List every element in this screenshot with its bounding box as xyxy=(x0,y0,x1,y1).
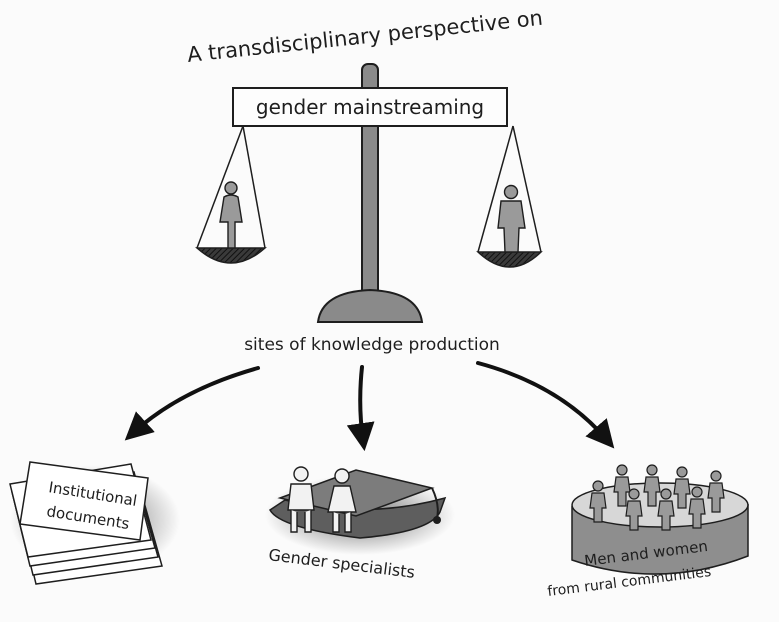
arrow-to-communities xyxy=(476,361,615,449)
balance-scale: gender mainstreaming xyxy=(195,63,543,323)
rural-communities: Men and women from rural communities xyxy=(547,464,749,600)
arrow-to-specialists xyxy=(346,365,375,452)
diagram-title: A transdisciplinary perspective on xyxy=(186,6,544,67)
woman-figure-icon xyxy=(219,181,243,249)
scale-beam xyxy=(232,87,508,127)
sites-label: sites of knowledge production xyxy=(244,335,500,355)
gender-specialists: Gender specialists xyxy=(265,466,455,582)
community-people-icon xyxy=(589,464,725,531)
left-pan xyxy=(195,125,267,264)
specialist-woman-icon xyxy=(327,468,357,533)
scale-base xyxy=(316,288,424,323)
man-figure-icon xyxy=(497,184,526,253)
arrow-to-documents xyxy=(124,366,260,441)
document-sheet-icon xyxy=(19,461,149,541)
scale-label: gender mainstreaming xyxy=(256,95,484,119)
institutional-documents: Institutional documents xyxy=(9,461,180,585)
specialist-man-icon xyxy=(287,466,315,533)
right-pan xyxy=(476,125,543,268)
